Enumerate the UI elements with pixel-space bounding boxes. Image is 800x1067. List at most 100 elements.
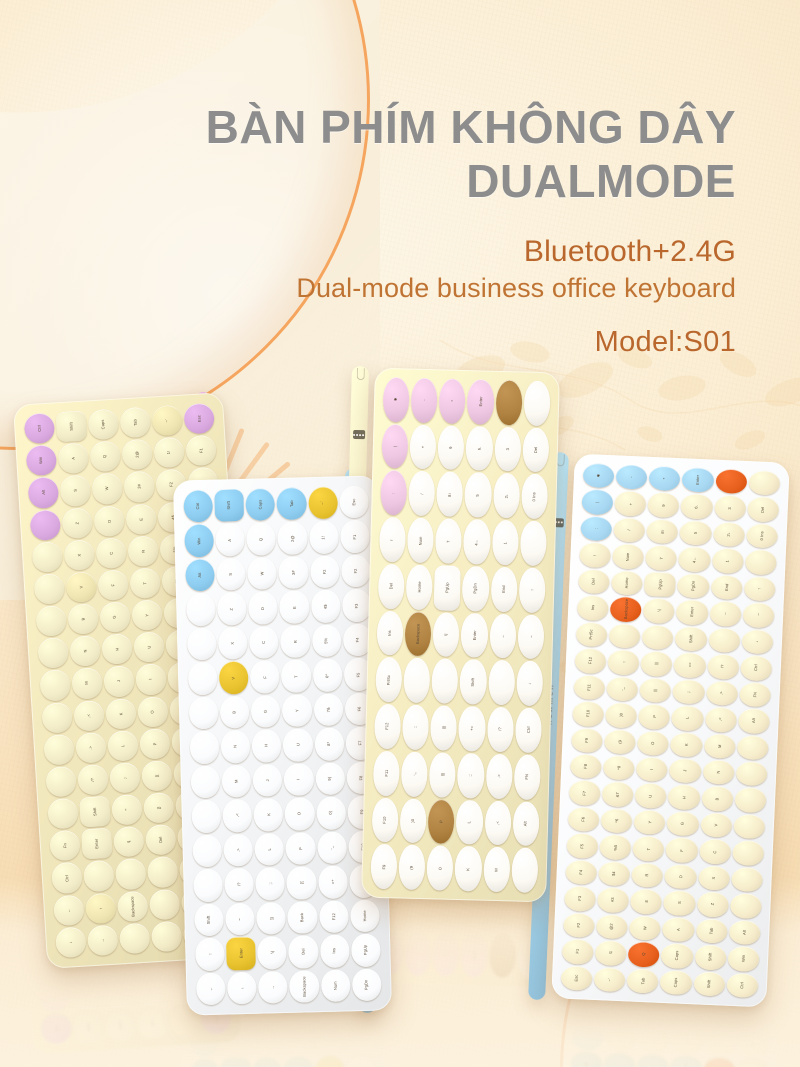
keyboard-key[interactable] — [189, 730, 220, 765]
keyboard-key[interactable]: ~` — [593, 966, 626, 993]
keyboard-key[interactable]: A — [70, 978, 103, 1011]
keyboard-key[interactable]: ↑ — [743, 575, 776, 602]
keyboard-key[interactable]: X — [218, 626, 249, 660]
keyboard-key[interactable]: ;: — [457, 752, 485, 799]
keyboard-key[interactable]: : — [580, 515, 613, 542]
keyboard-key[interactable]: 5 — [672, 1002, 705, 1029]
keyboard-key[interactable] — [35, 605, 68, 638]
keyboard-key[interactable]: =+ — [317, 865, 348, 899]
keyboard-key[interactable]: Tab — [695, 917, 728, 944]
keyboard-key[interactable] — [431, 658, 459, 705]
keyboard-key[interactable]: )0 — [605, 702, 638, 729]
keyboard-key[interactable] — [185, 593, 216, 627]
keyboard-key[interactable]: Esc — [345, 1054, 376, 1067]
keyboard-key[interactable]: Home — [349, 899, 380, 933]
keyboard-key[interactable]: Ctrl — [740, 655, 773, 681]
keyboard-key[interactable]: | — [571, 1024, 604, 1051]
keyboard-key[interactable]: F — [250, 660, 281, 694]
keyboard-key[interactable]: ! — [378, 517, 407, 563]
keyboard-key[interactable]: [{ — [140, 759, 173, 792]
keyboard-key[interactable]: V — [218, 661, 249, 695]
keyboard-key[interactable]: H — [668, 784, 701, 811]
keyboard-key[interactable]: 5 — [464, 472, 492, 518]
keyboard-key[interactable]: += — [458, 706, 486, 752]
keyboard-key[interactable]: ||| — [640, 650, 673, 677]
keyboard-key[interactable]: ]} — [142, 792, 175, 824]
keyboard-key[interactable]: F12 — [574, 647, 607, 674]
keyboard-key[interactable]: ↓ — [54, 926, 87, 959]
keyboard-key[interactable]: ↑ — [195, 937, 226, 971]
keyboard-key[interactable]: N — [220, 730, 251, 764]
keyboard-key[interactable]: Alt — [512, 800, 540, 847]
keyboard-key[interactable]: T — [632, 835, 665, 862]
keyboard-key[interactable]: ,< — [704, 706, 737, 733]
keyboard-key[interactable]: B — [701, 785, 734, 812]
keyboard-key[interactable]: Enter — [669, 1055, 703, 1067]
keyboard-key[interactable]: → — [86, 924, 119, 957]
keyboard-key[interactable]: Del — [144, 824, 177, 857]
keyboard-key[interactable]: Esc — [339, 485, 370, 519]
keyboard-key[interactable]: Tab — [119, 406, 152, 439]
keyboard-key[interactable]: / — [613, 517, 646, 544]
keyboard-key[interactable]: L — [107, 729, 139, 762]
keyboard-key[interactable]: J — [103, 665, 135, 698]
keyboard-key[interactable]: * — [648, 465, 681, 492]
keyboard-key[interactable]: Alt — [737, 708, 771, 734]
keyboard-key[interactable]: * — [432, 931, 460, 977]
keyboard-key[interactable]: A — [57, 442, 90, 475]
keyboard-key[interactable]: [{ — [286, 866, 317, 900]
keyboard-key[interactable]: \| — [112, 826, 145, 859]
keyboard-key[interactable] — [193, 868, 224, 902]
keyboard-key[interactable]: O — [637, 730, 670, 756]
keyboard-key[interactable] — [403, 657, 431, 704]
keyboard-key[interactable]: 9 — [437, 425, 465, 471]
keyboard-key[interactable]: F2 — [340, 554, 371, 588]
keyboard-key[interactable]: Ctrl — [514, 707, 543, 753]
keyboard-key[interactable]: PrtSc — [575, 621, 608, 648]
keyboard-key[interactable]: | — [381, 423, 409, 470]
keyboard-key[interactable]: ;: — [109, 761, 141, 794]
keyboard-key[interactable]: ↓ — [227, 971, 258, 1005]
keyboard-key[interactable]: F10 — [371, 797, 399, 843]
keyboard-key[interactable]: ← — [195, 972, 226, 1006]
keyboard-key[interactable]: -_ — [400, 751, 429, 797]
keyboard-key[interactable]: Backspace — [404, 611, 432, 657]
keyboard-key[interactable]: R — [631, 862, 664, 888]
keyboard-key[interactable]: E — [630, 888, 663, 915]
keyboard-key[interactable]: Alt — [728, 919, 761, 946]
keyboard-key[interactable]: (9 — [604, 728, 637, 755]
keyboard-key[interactable]: 2@ — [121, 438, 154, 471]
keyboard-key[interactable]: G — [251, 694, 282, 729]
keyboard-key[interactable]: Alt — [185, 558, 216, 592]
keyboard-key[interactable]: -_ — [316, 831, 347, 865]
keyboard-key[interactable]: Shift — [194, 903, 225, 937]
keyboard-key[interactable]: ← — [709, 600, 742, 627]
keyboard-key[interactable]: .> — [75, 731, 107, 764]
keyboard-key[interactable]: J — [252, 763, 283, 797]
keyboard-key[interactable]: *8 — [602, 755, 636, 781]
keyboard-key[interactable]: PgDn — [351, 968, 382, 1002]
keyboard-key[interactable] — [519, 520, 547, 567]
keyboard-key[interactable]: ↑ — [518, 567, 546, 613]
keyboard-key[interactable]: Enter — [460, 932, 488, 978]
keyboard-key[interactable]: :: — [402, 704, 430, 751]
keyboard-key[interactable]: Win — [184, 524, 215, 558]
keyboard-key[interactable]: K — [670, 731, 703, 758]
keyboard-key[interactable] — [715, 468, 748, 495]
keyboard-key[interactable] — [744, 549, 777, 576]
keyboard-key[interactable]: N — [702, 759, 735, 786]
keyboard-key[interactable]: F — [665, 837, 698, 864]
keyboard-key[interactable] — [33, 573, 66, 605]
keyboard-key[interactable]: A — [220, 1022, 251, 1057]
keyboard-key[interactable]: 0 Ins — [520, 474, 549, 520]
keyboard-key[interactable] — [192, 834, 223, 868]
keyboard-key[interactable]: 6. — [680, 493, 713, 520]
keyboard-key[interactable]: F1 — [344, 1019, 375, 1053]
keyboard-key[interactable]: * — [438, 378, 467, 424]
keyboard-key[interactable]: B — [219, 695, 250, 729]
keyboard-key[interactable]: - — [404, 930, 432, 977]
keyboard-key[interactable]: ~` — [151, 404, 184, 437]
keyboard-key[interactable]: Shift — [55, 410, 88, 443]
keyboard-key[interactable] — [191, 799, 222, 834]
keyboard-key[interactable]: Enter — [467, 379, 495, 425]
